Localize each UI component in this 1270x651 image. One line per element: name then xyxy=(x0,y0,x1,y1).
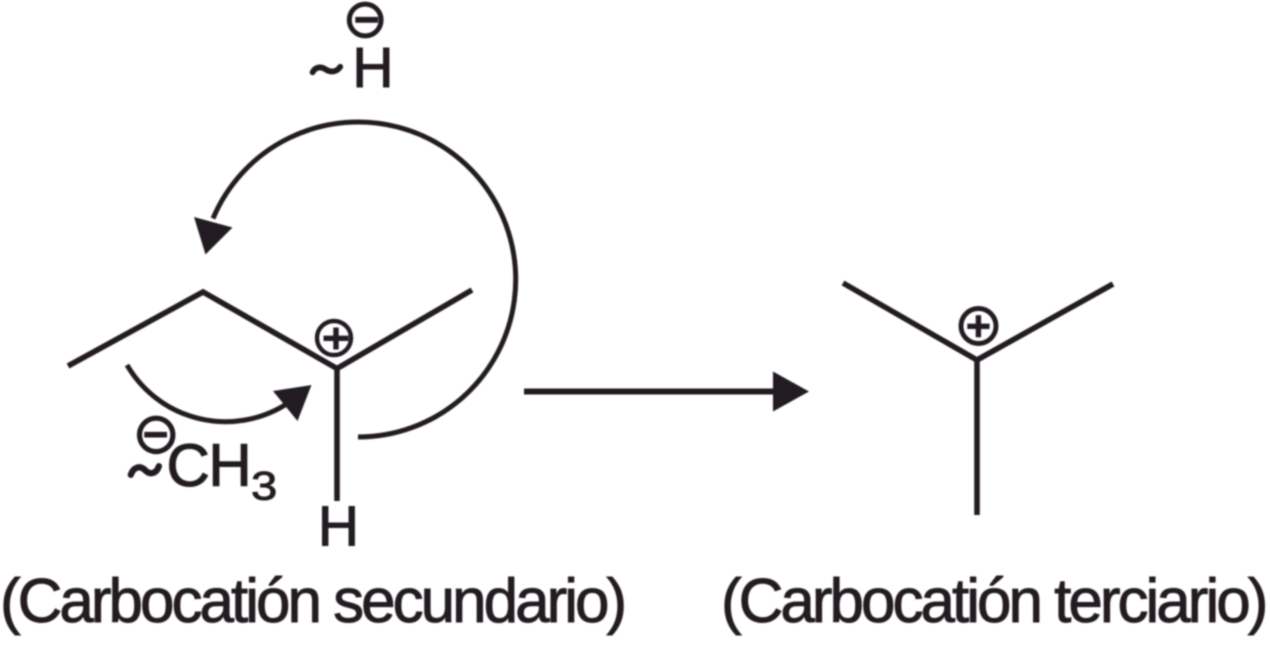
svg-text:(Carbocatión terciario): (Carbocatión terciario) xyxy=(721,567,1265,636)
svg-text:H: H xyxy=(318,495,359,559)
svg-text:3: 3 xyxy=(251,464,277,509)
svg-text:CH: CH xyxy=(167,432,251,499)
svg-text:(Carbocatión secundario): (Carbocatión secundario) xyxy=(0,567,624,636)
svg-text:H: H xyxy=(352,36,393,100)
